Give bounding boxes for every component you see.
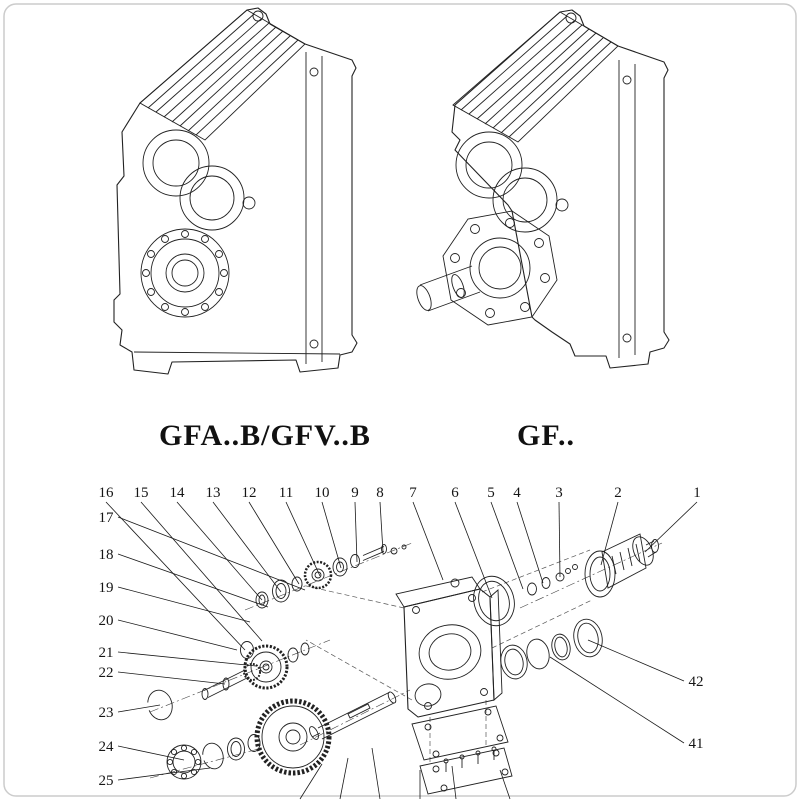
callout-19: 19	[99, 580, 114, 596]
callout-25: 25	[99, 773, 114, 789]
callout-1: 1	[693, 485, 701, 501]
gearbox-drawing-gf	[416, 9, 670, 369]
bottom-cut-leaders	[299, 747, 511, 800]
callout-24: 24	[99, 739, 115, 755]
callout-numbers-right: 42 41	[689, 674, 704, 752]
oil-plug	[555, 198, 569, 212]
callout-20: 20	[99, 613, 114, 629]
callout-numbers-top: 16 15 14 13 12 11 10 9 8 7 6 5 4 3 2 1	[99, 485, 701, 501]
eyebolt-hole	[252, 10, 264, 22]
callout-7: 7	[409, 485, 417, 501]
callout-8: 8	[376, 485, 384, 501]
part-housing	[395, 576, 503, 718]
model-label-gf: GF..	[517, 419, 575, 452]
part-output-shaft	[309, 691, 397, 740]
output-flange-and-shaft	[416, 210, 558, 326]
callout-13: 13	[206, 485, 221, 501]
callout-11: 11	[279, 485, 293, 501]
callout-5: 5	[487, 485, 495, 501]
oil-plug	[242, 196, 256, 210]
callout-22: 22	[99, 665, 114, 681]
callout-18: 18	[99, 547, 114, 563]
callout-21: 21	[99, 645, 114, 661]
callout-12: 12	[242, 485, 257, 501]
part-input-shaft-components	[255, 544, 407, 609]
callout-42: 42	[689, 674, 704, 690]
part-gasket-ring	[473, 575, 515, 627]
callout-16: 16	[99, 485, 115, 501]
callout-23: 23	[99, 705, 114, 721]
part-seal-rings	[500, 618, 603, 680]
part-cover-plates	[411, 705, 513, 795]
gearbox-drawing-gfab	[113, 7, 358, 375]
eyebolt-hole	[565, 12, 577, 24]
callout-2: 2	[614, 485, 622, 501]
callout-numbers-left: 17 18 19 20 21 22 23 24 25	[99, 510, 115, 789]
callout-6: 6	[451, 485, 459, 501]
callout-4: 4	[513, 485, 521, 501]
leader-lines	[105, 501, 698, 781]
model-label-gfab: GFA..B/GFV..B	[159, 419, 371, 452]
part-intermediate-gear	[201, 641, 310, 700]
part-output-gear	[254, 698, 332, 776]
output-bearing-face	[140, 228, 230, 318]
callout-41: 41	[689, 736, 704, 752]
callout-9: 9	[351, 485, 359, 501]
page-border	[3, 3, 797, 797]
part-fasteners	[527, 564, 578, 596]
callout-10: 10	[315, 485, 330, 501]
part-bearing-assembly	[166, 734, 261, 780]
part-retaining-ring	[147, 689, 173, 721]
callout-3: 3	[555, 485, 563, 501]
callout-14: 14	[170, 485, 186, 501]
callout-17: 17	[99, 510, 115, 526]
exploded-view: 16 15 14 13 12 11 10 9 8 7 6 5 4 3 2 1 1…	[99, 485, 704, 800]
part-motor-adapter	[584, 533, 659, 598]
callout-15: 15	[134, 485, 149, 501]
